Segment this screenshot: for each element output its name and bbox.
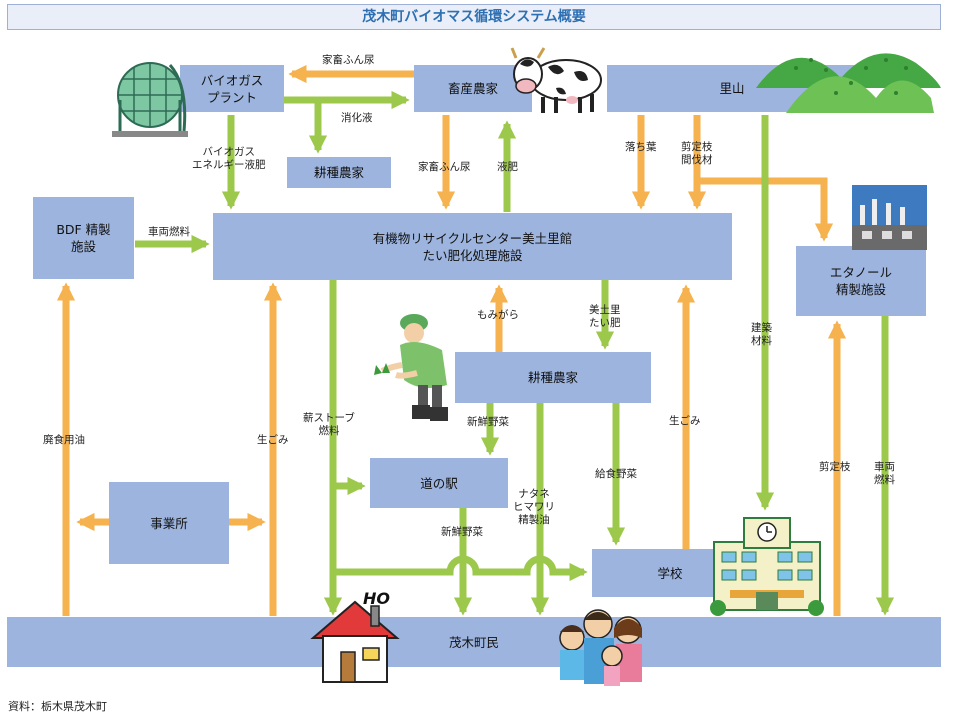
recycling-center-box: 有機物リサイクルセンター美土里館 たい肥化処理施設	[213, 213, 732, 280]
label-garbage-left: 生ごみ	[257, 434, 289, 446]
bdf-facility-box: BDF 精製 施設	[33, 197, 134, 279]
label-garbage-right: 生ごみ	[669, 415, 701, 427]
label-biogas-energy: バイオガス エネルギー液肥	[192, 146, 266, 171]
label-liquid-fert: 液肥	[497, 161, 518, 173]
satoyama-label: 里山	[719, 81, 745, 96]
arrow-to-school	[333, 555, 588, 582]
biogas-plant-label: バイオガス プラント	[200, 72, 264, 105]
school-label: 学校	[657, 565, 683, 581]
label-building: 建築 材料	[751, 322, 772, 347]
arrow-pruned-to-ethanol	[697, 177, 834, 242]
roadside-station-label: 道の駅	[420, 475, 458, 491]
roadside-station-box: 道の駅	[370, 458, 508, 508]
crop-farm-mid-label: 耕種農家	[527, 370, 578, 385]
label-fresh-veg1: 新鮮野菜	[467, 416, 509, 428]
biogas-plant-box: バイオガス プラント	[180, 65, 284, 112]
ethanol-facility-label: エタノール 精製施設	[829, 265, 893, 297]
residents-box: 茂木町民	[7, 617, 941, 667]
crop-farm-mid-box: 耕種農家	[455, 352, 651, 403]
cow-illustration	[510, 47, 602, 113]
source-note: 資料：栃木県茂木町	[8, 700, 107, 713]
ethanol-facility-box: エタノール 精製施設	[796, 246, 926, 316]
label-momigara: もみがら	[477, 309, 519, 321]
office-label: 事業所	[150, 515, 188, 531]
diagram-title: 茂木町バイオマス循環システム概要	[7, 4, 941, 30]
recycling-center-label: 有機物リサイクルセンター美土里館 たい肥化処理施設	[372, 230, 573, 263]
label-school-veg: 給食野菜	[595, 468, 637, 480]
label-manure-top: 家畜ふん尿	[322, 54, 375, 66]
family-illustration	[559, 609, 642, 686]
label-fresh-veg2: 新鮮野菜	[441, 526, 483, 538]
label-leaves: 落ち葉	[625, 141, 657, 153]
farmer-illustration	[374, 314, 448, 421]
label-oils: ナタネ ヒマワリ 精製油	[513, 488, 555, 526]
house-illustration: HO	[310, 590, 400, 683]
crop-farm-top-label: 耕種農家	[313, 165, 364, 180]
label-waste-oil: 廃食用油	[43, 434, 85, 446]
residents-label: 茂木町民	[448, 634, 499, 650]
house-smoke-text: HO	[363, 590, 390, 608]
label-manure-down: 家畜ふん尿	[418, 161, 471, 173]
factory-illustration	[852, 185, 927, 250]
gas-tank-illustration	[112, 62, 188, 137]
label-digest: 消化液	[341, 112, 373, 124]
hills-illustration	[756, 53, 941, 113]
bdf-facility-label: BDF 精製 施設	[56, 222, 111, 254]
livestock-farm-box: 畜産農家	[414, 65, 532, 112]
livestock-farm-label: 畜産農家	[447, 81, 498, 96]
label-pruned: 剪定枝 間伐材	[681, 141, 713, 166]
label-pruned2: 剪定枝	[819, 461, 851, 473]
crop-farm-top-box: 耕種農家	[287, 157, 391, 188]
label-vehicle-fuel: 車両燃料	[148, 226, 190, 238]
school-building-illustration	[710, 517, 824, 616]
label-midori-compost: 美土里 たい肥	[589, 304, 621, 329]
label-vehicle-fuel2: 車両 燃料	[874, 461, 895, 486]
office-box: 事業所	[109, 482, 229, 564]
label-stove-fuel: 薪ストーブ 燃料	[303, 412, 355, 437]
